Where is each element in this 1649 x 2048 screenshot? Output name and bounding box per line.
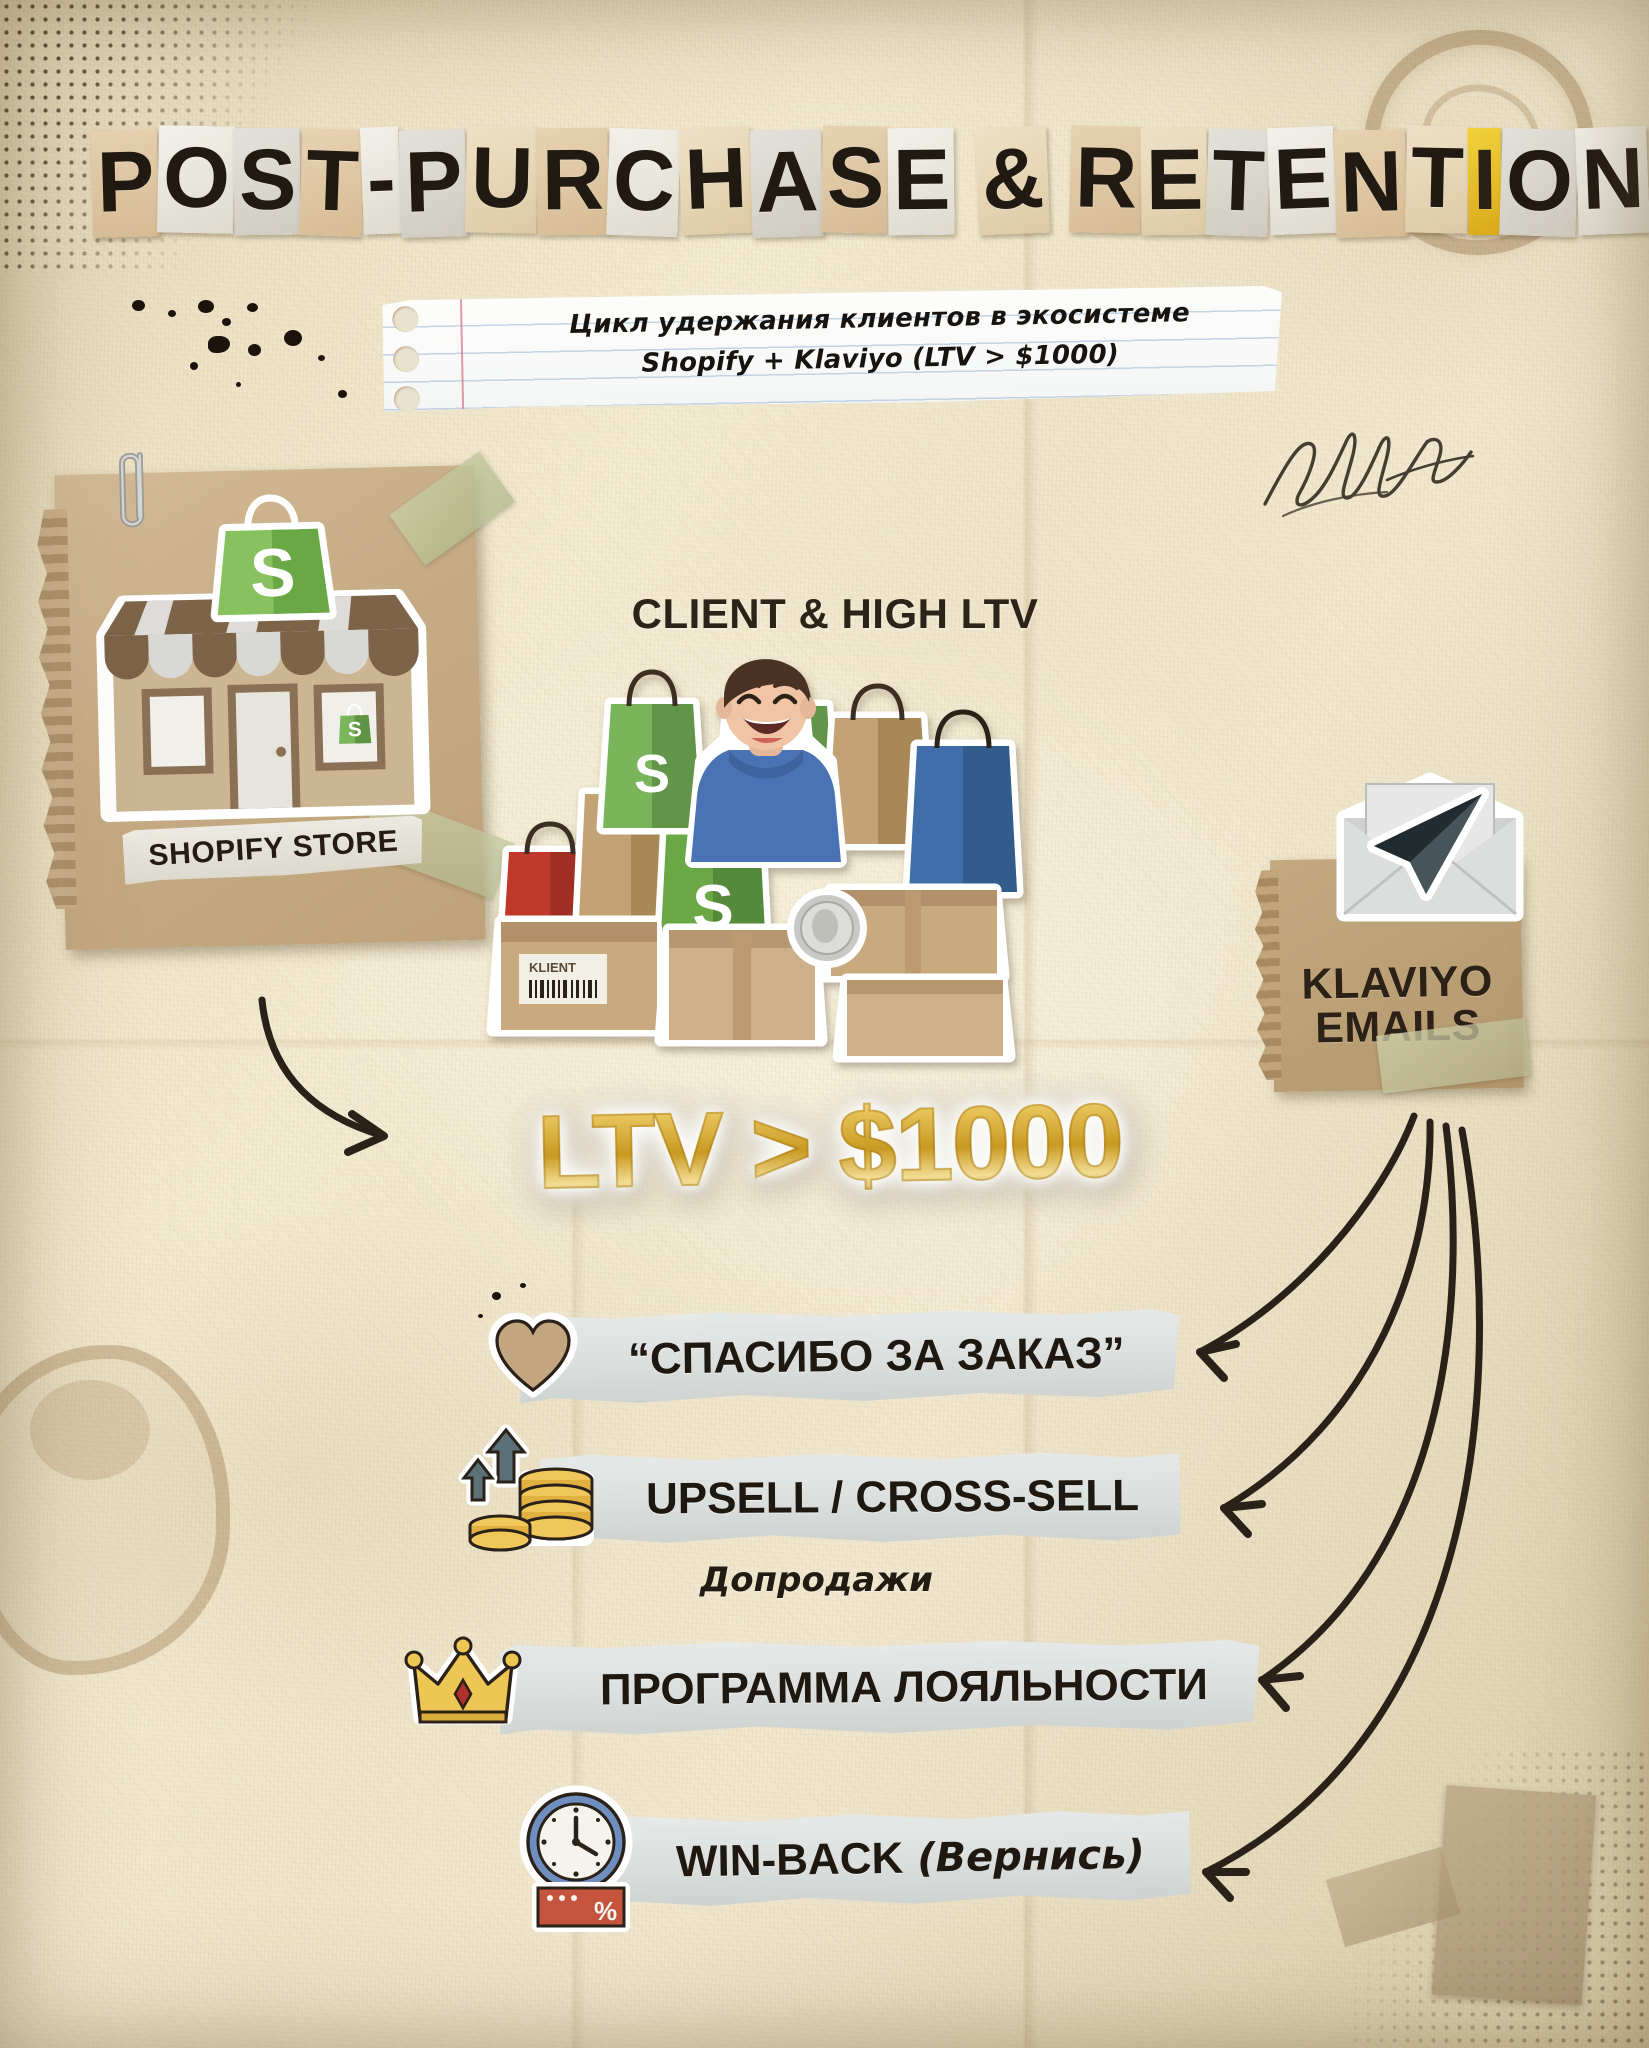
klaviyo-card-tape [1293,954,1532,1114]
title-letter: & [974,125,1050,236]
coffee-stain-blob-left [0,1345,230,1675]
step-label-win-back: WIN-BACK [675,1833,904,1887]
svg-text:S: S [634,744,670,804]
arrow-klaviyo-to-winback [1202,1126,1483,1876]
title-letter: E [1266,125,1338,236]
step-label-loyalty: ПРОГРАММА ЛОЯЛЬНОСТИ [599,1660,1209,1715]
arrow-store-to-client [258,996,388,1140]
arrow-klaviyo-to-thankyou [1196,1112,1418,1356]
tape-patch-bottom-right [1431,1785,1597,2005]
svg-text:S: S [249,534,296,611]
title-letter: R [1068,125,1142,234]
arrow-klaviyo-to-loyalty [1258,1122,1457,1684]
crown-icon [404,1636,522,1736]
title-letter: P [90,129,160,238]
step-label-thank-you: “СПАСИБО ЗА ЗАКАЗ” [627,1328,1125,1384]
coffee-stain-blob-left-small [30,1380,150,1480]
client-heading: CLIENT & HIGH LTV [631,590,1039,637]
title-letter: H [677,125,753,236]
title-letter: A [749,129,824,238]
title-letter [1046,130,1071,238]
upsell-caption: Допродажи [700,1560,933,1600]
clock-coupon-icon: % [516,1784,644,1934]
shopify-bag-icon: S [203,490,342,629]
step-sublabel-win-back: (Вернись) [916,1832,1146,1882]
title-letter: N [1574,125,1649,236]
subtitle-notepaper: Цикл удержания клиентов в экосистеме Sho… [382,283,1284,412]
title-letter: T [1405,125,1469,234]
paperclip-icon [106,445,158,542]
title-letter: O [1498,127,1579,238]
svg-text:S: S [348,718,363,741]
title-letter: - [360,126,402,235]
title-letter: S [233,127,302,236]
title-letter: O [157,125,236,234]
shopify-store-card[interactable]: S S SHOPIFY STORE [54,451,515,951]
step-strip-thank-you[interactable]: “СПАСИБО ЗА ЗАКАЗ” [519,1306,1180,1408]
step-strip-loyalty[interactable]: ПРОГРАММА ЛОЯЛЬНОСТИ [500,1637,1261,1740]
storefront-illustration: S [84,536,441,834]
title-letter [953,129,979,237]
ltv-gold-badge: LTV > $1000 [479,1078,1181,1218]
svg-text:KLIENT: KLIENT [529,960,576,975]
shopify-store-label-text: SHOPIFY STORE [147,824,400,873]
step-label-upsell: UPSELL / CROSS-SELL [645,1471,1140,1524]
title-letter: T [1205,127,1271,238]
title-letter: N [1333,129,1408,238]
title-letter: E [887,127,956,236]
title-letter: T [298,127,365,238]
svg-text:%: % [594,1896,617,1926]
arrow-klaviyo-to-upsell [1220,1118,1434,1512]
title-letter: I [1467,127,1502,236]
step-strip-upsell[interactable]: UPSELL / CROSS-SELL [540,1450,1181,1546]
title-letter: E [1140,127,1208,236]
title-letter: U [465,125,539,234]
title-letter: R [536,127,609,236]
ltv-gold-text: LTV > $1000 [535,1082,1125,1212]
heart-icon [488,1312,578,1398]
klaviyo-card-torn-edge [1252,870,1282,1080]
handwritten-signature [1259,418,1489,528]
step-strip-win-back[interactable]: WIN-BACK (Вернись) [589,1807,1190,1910]
title-letter: P [398,129,468,238]
envelope-paper-plane-icon [1330,770,1530,930]
customer-with-shopping-bags-illustration: S S S [486,659,1175,1120]
coins-up-arrows-icon [458,1422,602,1562]
title-letter: C [606,127,682,238]
subtitle-text: Цикл удержания клиентов в экосистеме Sho… [492,292,1267,387]
notepaper-punch-holes [392,306,420,413]
title-letter: S [820,125,890,234]
torn-corrugated-edge [33,509,77,910]
